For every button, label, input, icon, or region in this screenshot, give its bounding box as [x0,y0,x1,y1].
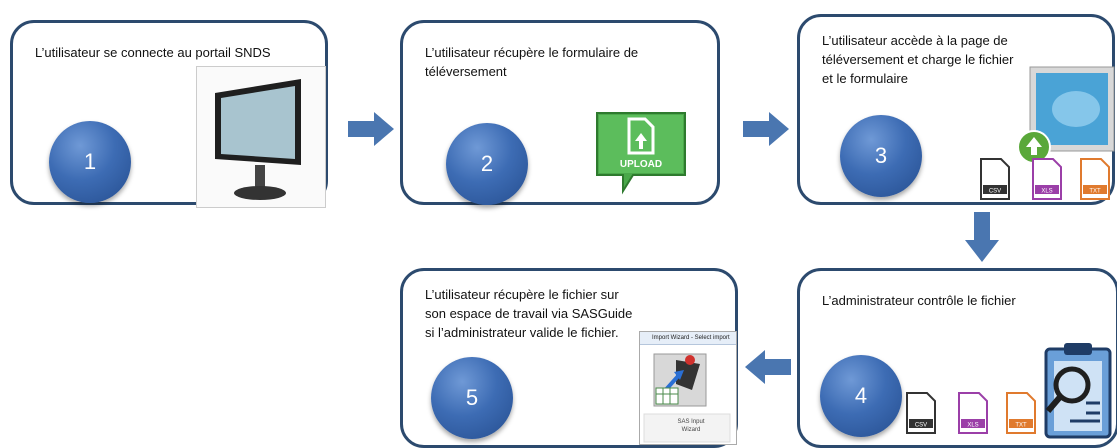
txt-document-icon: TXT [1080,158,1110,200]
xls-document-icon: XLS [1032,158,1062,200]
step-2-badge: 2 [446,123,528,205]
xls-label: XLS [967,423,978,429]
csv-label: CSV [915,423,927,429]
csv-label: CSV [989,189,1001,195]
step-2-box: L’utilisateur récupère le formulaire de … [400,20,720,205]
arrow-2-to-3 [743,112,789,146]
csv-document-icon: CSV [906,392,936,434]
import-wizard-caption: SAS Input Wizard [677,419,705,433]
xls-document-icon: XLS [958,392,988,434]
xls-label: XLS [1041,189,1052,195]
step-3-box: L’utilisateur accède à la page de téléve… [797,14,1115,205]
step-1-text: L’utilisateur se connecte au portail SND… [35,45,271,60]
upload-icon: UPLOAD [593,109,689,197]
step-5-text: L’utilisateur récupère le fichier sur so… [425,287,633,340]
step-3-badge: 3 [840,115,922,197]
step-4-text: L’administrateur contrôle le fichier [822,293,1016,308]
image-upload-icon [1010,63,1116,167]
step-5-badge: 5 [431,357,513,439]
file-icons-step-3: CSV XLS TXT [978,157,1113,205]
txt-label: TXT [1089,189,1101,195]
step-2-text: L’utilisateur récupère le formulaire de … [425,45,639,79]
clipboard-search-icon [1040,339,1117,439]
import-wizard-title: Import Wizard - Select import [640,332,736,345]
import-wizard-icon: Import Wizard - Select import SAS Input … [639,331,737,445]
upload-label: UPLOAD [620,159,662,170]
step-4-badge: 4 [820,355,902,437]
arrow-1-to-2 [348,112,394,146]
monitor-icon [196,66,326,208]
arrow-3-to-4 [965,212,999,262]
arrow-4-to-5 [745,350,791,384]
txt-document-icon: TXT [1006,392,1036,434]
step-4-box: L’administrateur contrôle le fichier 4 C… [797,268,1117,448]
step-1-badge: 1 [49,121,131,203]
csv-document-icon: CSV [980,158,1010,200]
file-icons-step-4: CSV XLS TXT [904,391,1039,439]
step-3-text: L’utilisateur accède à la page de téléve… [822,33,1014,86]
step-5-box: L’utilisateur récupère le fichier sur so… [400,268,738,448]
txt-label: TXT [1015,423,1027,429]
step-1-box: L’utilisateur se connecte au portail SND… [10,20,328,208]
